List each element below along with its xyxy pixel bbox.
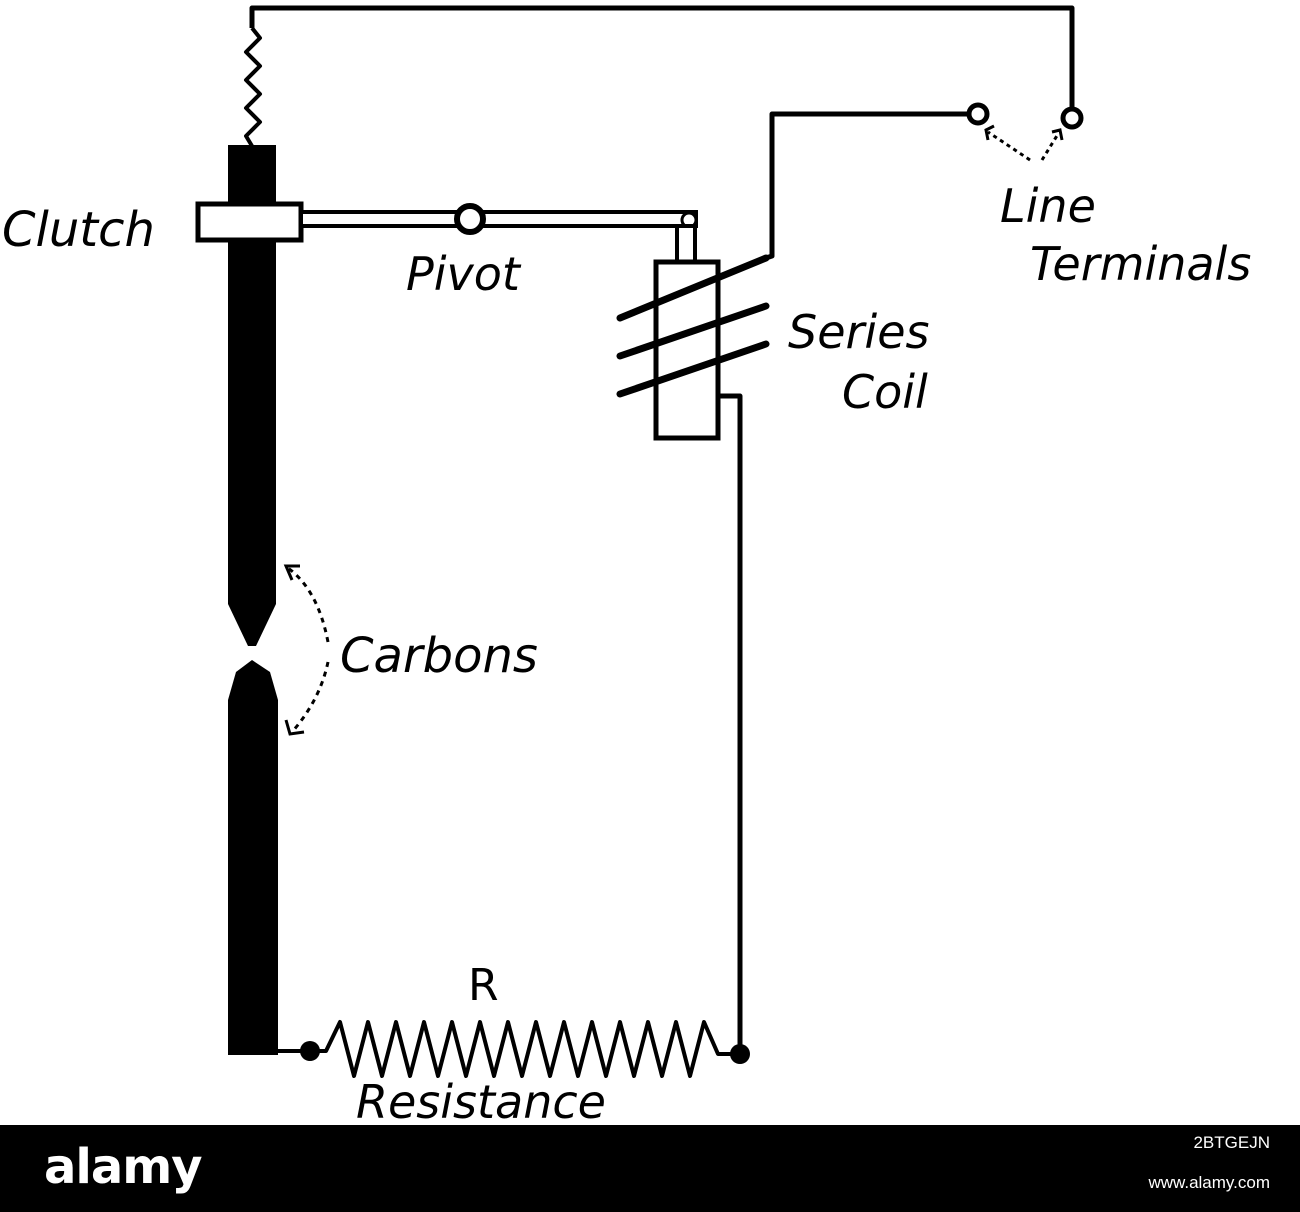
label-terminals: Terminals [1030,237,1251,291]
site-url: www.alamy.com [1148,1173,1270,1192]
line-terminal-left [966,102,990,126]
label-series: Series [788,305,929,359]
lower-carbon [228,660,278,1055]
flexible-lead [244,26,262,148]
line-terminals-pointers [984,124,1064,162]
pivot [454,203,486,235]
clutch [195,201,304,243]
label-clutch: Clutch [2,202,155,258]
line-terminal-right [1060,106,1084,130]
label-pivot: Pivot [406,247,522,301]
junction-dot-right [730,1044,750,1064]
plunger-rod [675,224,697,266]
junction-dot-left [300,1041,320,1061]
watermark-footer: alamy 2BTGEJN www.alamy.com [0,1125,1300,1212]
series-coil-windings [616,254,770,398]
image-id: 2BTGEJN [1193,1133,1270,1152]
lever-arm [299,210,698,228]
top-wire [249,5,1075,112]
resistance-element [278,1020,740,1078]
arc-lamp-circuit-diagram: Clutch Pivot Line Terminals Series Coil … [2,5,1251,1125]
brand-logo: alamy [44,1139,203,1195]
coil-return-wire [718,393,743,1053]
label-carbons: Carbons [340,628,538,684]
label-coil: Coil [842,365,928,419]
label-r: R [468,960,499,1011]
upper-carbon [228,145,276,646]
label-resistance: Resistance [356,1075,606,1125]
carbons-pointers [283,564,330,736]
coil-to-terminal-wire [765,111,972,261]
label-line: Line [1000,179,1096,233]
